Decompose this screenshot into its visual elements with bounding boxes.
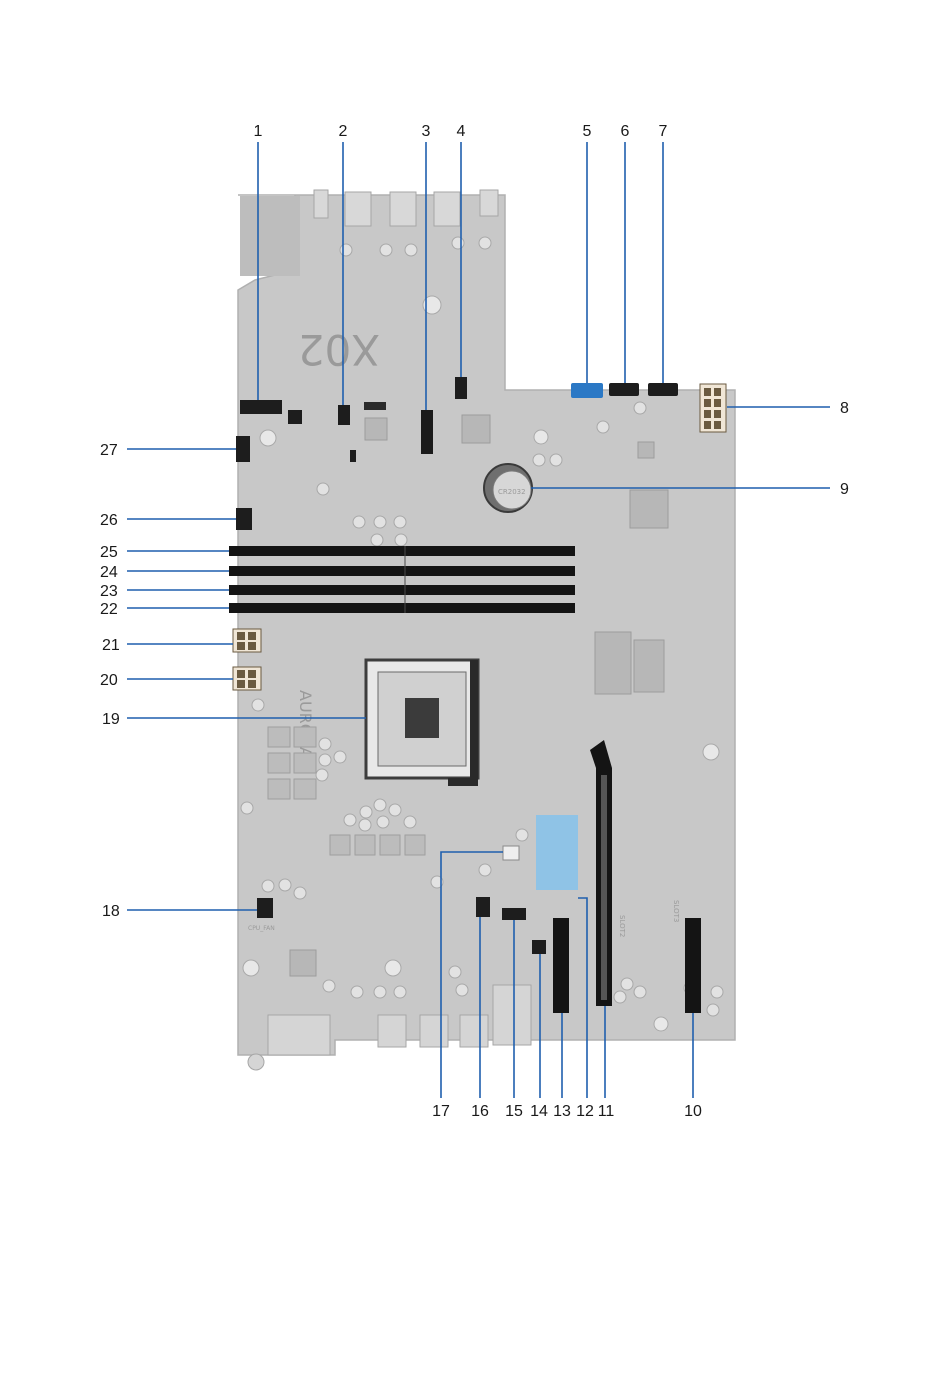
- board-brand-text: AURORA: [296, 690, 315, 758]
- callout-5: 5: [583, 123, 592, 140]
- small-header-row: [364, 402, 386, 410]
- connector-21-power: [233, 629, 261, 652]
- callout-1: 1: [254, 123, 263, 140]
- callout-12: 12: [576, 1103, 594, 1120]
- connector-6-sata: [609, 383, 639, 396]
- connector-18-header: [257, 898, 273, 918]
- callout-11: 11: [598, 1103, 615, 1120]
- connector-13-pcie-x1: [553, 918, 569, 1013]
- connector-24-dimm: [229, 566, 575, 576]
- connector-8-power: [700, 384, 726, 432]
- callout-2: 2: [339, 123, 348, 140]
- callout-9: 9: [840, 481, 849, 498]
- callout-13: 13: [553, 1103, 571, 1120]
- connector-12-m2-pad: [536, 815, 578, 890]
- motherboard-outline: [238, 195, 735, 1055]
- callout-24: 24: [100, 564, 118, 581]
- connector-26-header: [236, 508, 252, 530]
- slot-silkscreen: SLOT2: [618, 915, 626, 937]
- connector-22-dimm: [229, 603, 575, 613]
- callout-14: 14: [530, 1103, 548, 1120]
- connector-5-sata: [571, 383, 603, 398]
- callout-7: 7: [659, 123, 668, 140]
- small-jumper: [350, 450, 356, 462]
- connector-4-header: [455, 377, 467, 399]
- callout-20: 20: [100, 672, 118, 689]
- connector-25-dimm: [229, 546, 575, 556]
- callout-26: 26: [100, 512, 118, 529]
- fan-silkscreen: CPU_FAN: [248, 925, 275, 932]
- callout-21: 21: [102, 637, 120, 654]
- board-model-text: X02: [298, 325, 380, 374]
- connector-10-pcie-x1: [685, 918, 701, 1013]
- connector-7-sata: [648, 383, 678, 396]
- connector-15-header: [502, 908, 526, 920]
- callout-27: 27: [100, 442, 118, 459]
- connector-17-header: [503, 846, 519, 860]
- callout-18: 18: [102, 903, 120, 920]
- callout-22: 22: [100, 601, 118, 618]
- callout-15: 15: [505, 1103, 523, 1120]
- battery-marking: CR2032: [498, 488, 526, 496]
- slot-silkscreen-b: SLOT3: [672, 900, 680, 922]
- connector-3-m2-slot: [421, 410, 433, 454]
- callout-10: 10: [684, 1103, 702, 1120]
- callout-23: 23: [100, 583, 118, 600]
- connector-1-header: [240, 400, 282, 414]
- callout-8: 8: [840, 400, 849, 417]
- callout-16: 16: [471, 1103, 489, 1120]
- callout-3: 3: [422, 123, 431, 140]
- connector-2-header: [338, 405, 350, 425]
- connector-27-header: [236, 436, 250, 462]
- callout-4: 4: [457, 123, 466, 140]
- connector-14-header: [532, 940, 546, 954]
- connector-9-coin-battery: CR2032: [484, 464, 532, 512]
- callout-19: 19: [102, 711, 120, 728]
- connector-23-dimm: [229, 585, 575, 595]
- connector-16-header: [476, 897, 490, 917]
- callout-17: 17: [432, 1103, 450, 1120]
- connector-20-power: [233, 667, 261, 690]
- callout-25: 25: [100, 544, 118, 561]
- small-fan-header: [288, 410, 302, 424]
- callout-6: 6: [621, 123, 630, 140]
- connector-19-cpu-socket: [366, 660, 478, 786]
